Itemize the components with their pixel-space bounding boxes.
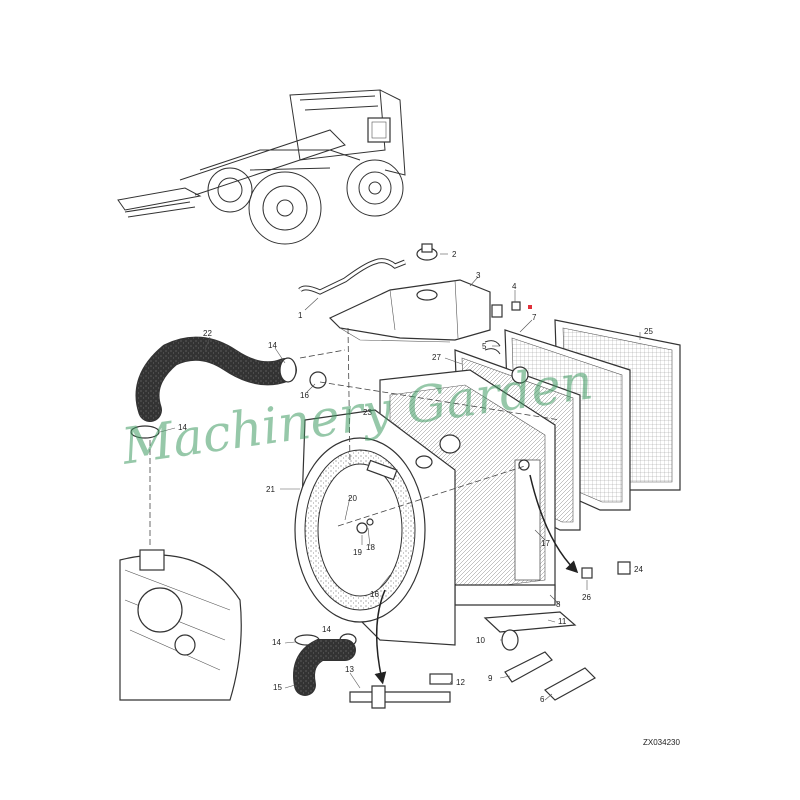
- rubber-mount: [501, 629, 519, 651]
- callout-14c: 14: [272, 638, 281, 647]
- callout-12: 12: [456, 678, 465, 687]
- callout-18: 18: [366, 543, 375, 552]
- bolt: [356, 522, 368, 534]
- grommet: [511, 366, 529, 384]
- callout-14a: 14: [268, 341, 277, 350]
- bolt: [518, 459, 530, 471]
- callout-27: 27: [432, 353, 441, 362]
- callout-19: 19: [353, 548, 362, 557]
- grommet: [439, 434, 461, 454]
- drain-valve: [349, 673, 453, 709]
- nut: [366, 518, 374, 526]
- level-sensor: [491, 304, 503, 318]
- assembly-lines: [149, 327, 561, 545]
- leader-lines: [159, 253, 641, 701]
- red-marker: [528, 305, 532, 309]
- drawing-code: ZX034230: [643, 738, 680, 747]
- callout-21: 21: [266, 485, 275, 494]
- flow-arrow: [374, 589, 387, 685]
- callout-14d: 14: [322, 625, 331, 634]
- flow-arrow: [529, 474, 579, 574]
- clip: [581, 567, 593, 579]
- upper-hose: [135, 336, 327, 422]
- callout-1: 1: [298, 311, 303, 320]
- support-bar: [483, 611, 577, 633]
- callout-15: 15: [273, 683, 282, 692]
- clip: [617, 561, 631, 575]
- sensor-clip: [511, 301, 521, 311]
- mount-block: [504, 651, 553, 683]
- callout-16a: 16: [300, 391, 309, 400]
- machine-overview-illustration: [117, 89, 406, 245]
- callout-3: 3: [476, 271, 481, 280]
- engine-fan-assembly: [119, 549, 242, 701]
- callout-7: 7: [532, 313, 537, 322]
- callout-20: 20: [348, 494, 357, 503]
- callout-25: 25: [644, 327, 653, 336]
- callout-4: 4: [512, 282, 517, 291]
- grommet: [415, 455, 433, 469]
- callout-17: 17: [541, 539, 550, 548]
- callout-16b: 16: [370, 590, 379, 599]
- callout-14b: 14: [178, 423, 187, 432]
- callout-13: 13: [345, 665, 354, 674]
- callout-22: 22: [203, 329, 212, 338]
- callout-11: 11: [558, 617, 567, 626]
- hose-clamp: [130, 425, 160, 439]
- callout-26: 26: [582, 593, 591, 602]
- callout-5: 5: [482, 342, 487, 351]
- expansion-tank: [328, 279, 491, 343]
- callout-labels: 1 2 3 4 5 6 7 8 9 10 11 12 13 14 14 14 1…: [178, 250, 653, 704]
- callout-24: 24: [634, 565, 643, 574]
- callout-10: 10: [476, 636, 485, 645]
- callout-23: 23: [363, 408, 372, 417]
- callout-9: 9: [488, 674, 493, 683]
- callout-2: 2: [452, 250, 457, 259]
- callout-8: 8: [556, 600, 561, 609]
- radiator-cap: [416, 243, 438, 261]
- callout-6: 6: [540, 695, 545, 704]
- mount-block: [544, 667, 596, 701]
